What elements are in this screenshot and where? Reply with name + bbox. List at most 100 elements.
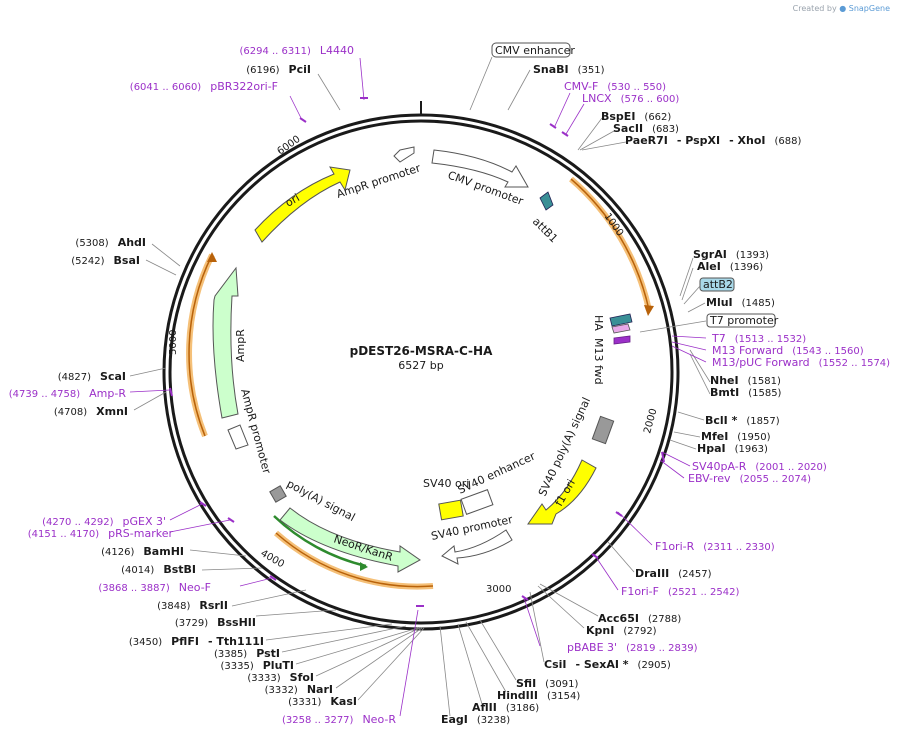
site-kpni: KpnI(2792)	[586, 624, 657, 637]
site-mlui: MluI(1485)	[706, 296, 775, 309]
site-nhei: NheI(1581)	[710, 374, 781, 387]
site-mfei: MfeI(1950)	[701, 430, 771, 443]
primer-sv40pa-r: SV40pA-R(2001 .. 2020)	[692, 460, 827, 473]
tick-1000: 1000	[602, 211, 626, 238]
primer-marks	[169, 97, 665, 607]
ha-label: HA	[592, 315, 605, 331]
credit-brand: SnapGene	[848, 4, 890, 13]
primer-pbr322ori-f: (6041 .. 6060)pBR322ori-F	[130, 80, 278, 93]
primer-f1ori-f: F1ori-F(2521 .. 2542)	[621, 585, 739, 598]
site-sacii: SacII(683)	[613, 122, 679, 135]
polya-signal-feature	[269, 485, 287, 503]
site-pflfi: (3450)PflFI- Tth111I	[129, 635, 264, 648]
m13-fwd-label: M13 fwd	[592, 338, 605, 385]
primer-ebv-rev: EBV-rev(2055 .. 2074)	[688, 472, 811, 485]
ampr-promoter-left-feature	[227, 424, 249, 450]
ampr-promoter-top-label: AmpR promoter	[335, 161, 423, 201]
site-sfii: SfiI(3091)	[516, 677, 579, 690]
ampr-feature	[212, 266, 239, 419]
site-bcli: BclI *(1857)	[705, 414, 780, 427]
primer-m13-puc-forward: M13/pUC Forward(1552 .. 1574)	[712, 356, 890, 369]
site-csii: CsiI- SexAI *(2905)	[544, 658, 671, 671]
site-ahdi: (5308)AhdI	[75, 236, 146, 249]
neo-green-arc	[273, 515, 368, 571]
cmv-promoter-feature	[431, 149, 529, 188]
site-scai: (4827)ScaI	[58, 370, 126, 383]
primer-cmv-f: CMV-F(530 .. 550)	[564, 80, 666, 93]
attb2-box	[699, 277, 735, 292]
primer-prs-marker: (4151 .. 4170)pRS-marker	[28, 527, 174, 540]
site-psti: (3385)PstI	[214, 647, 280, 660]
site-sgrai: SgrAI(1393)	[693, 248, 769, 261]
site-acc65i: Acc65I(2788)	[598, 612, 681, 625]
primer-m13-forward: M13 Forward(1543 .. 1560)	[712, 344, 864, 357]
sv40-polya-feature	[591, 415, 615, 445]
sv40-ori-label: SV40 ori	[423, 477, 469, 490]
credit-prefix: Created by	[792, 4, 837, 13]
ampr-promoter-left-label: AmpR promoter	[238, 387, 273, 475]
ori-feature	[254, 166, 351, 243]
primer-neo-r: (3258 .. 3277)Neo-R	[282, 713, 396, 726]
orf-left-arc	[186, 252, 217, 438]
connector-lines	[129, 56, 711, 717]
ori-label: ori	[283, 191, 302, 209]
primer-pbabe-3: pBABE 3'(2819 .. 2839)	[567, 641, 698, 654]
site-kasi: (3331)KasI	[288, 695, 357, 708]
sv40-enhancer-feature	[460, 489, 494, 515]
site-pcii: (6196)PciI	[246, 63, 311, 76]
site-labels: SnaBI(351) BspEI(662) SacII(683) PaeR7I-…	[54, 63, 802, 726]
site-bsshii: (3729)BssHII	[175, 616, 256, 629]
neor-kanr-feature	[279, 507, 421, 573]
attb1-label: attB1	[530, 215, 560, 245]
sv40-ori-feature	[438, 499, 464, 521]
feature-labels: CMV enhancer CMV promoter attB1 HA M13 f…	[234, 42, 779, 564]
site-pluti: (3335)PluTI	[220, 659, 294, 672]
site-bsai: (5242)BsaI	[71, 254, 140, 267]
site-bamhi: (4126)BamHI	[101, 545, 184, 558]
site-rsrii: (3848)RsrII	[157, 599, 228, 612]
backbone-inner-ring	[168, 119, 674, 625]
primer-connector-lines	[129, 57, 707, 717]
primer-l4440: (6294 .. 6311)L4440	[239, 44, 354, 57]
t7-primer-feature	[613, 335, 631, 345]
ha-tag-feature	[609, 313, 633, 327]
site-xmni: (4708)XmnI	[54, 405, 128, 418]
primer-t7: T7(1513 .. 1532)	[711, 332, 806, 345]
attb1-feature	[539, 191, 554, 211]
site-nari: (3332)NarI	[265, 683, 333, 696]
t7-promoter-label: T7 promoter	[709, 314, 779, 327]
plasmid-name: pDEST26-MSRA-C-HA	[350, 344, 493, 358]
site-snabi: SnaBI(351)	[533, 63, 605, 76]
tick-3000: 3000	[486, 584, 511, 595]
f1-ori-feature	[527, 459, 597, 525]
site-eagi: EagI(3238)	[441, 713, 510, 726]
ampr-label: AmpR	[234, 329, 247, 362]
site-sfoi: (3333)SfoI	[247, 671, 314, 684]
plasmid-size: 6527 bp	[398, 359, 443, 372]
tick-5000: 5000	[168, 330, 179, 355]
attb2-label: attB2	[703, 278, 733, 291]
tick-2000: 2000	[642, 407, 659, 434]
m13-fwd-feature	[611, 323, 631, 334]
primer-amp-r: (4739 .. 4758)Amp-R	[9, 387, 127, 400]
primer-labels: (6294 .. 6311)L4440 (6041 .. 6060)pBR322…	[9, 44, 890, 726]
site-bstbi: (4014)BstBI	[121, 563, 196, 576]
site-hindiii: HindIII(3154)	[497, 689, 580, 702]
t7-promoter-box	[706, 313, 776, 328]
primer-neo-f: (3868 .. 3887)Neo-F	[98, 581, 211, 594]
sv40-promoter-feature	[441, 529, 513, 565]
site-bspei: BspEI(662)	[601, 110, 671, 123]
ampr-promoter-top-feature	[393, 146, 415, 163]
snapgene-logo-icon: ●	[839, 4, 847, 13]
snapgene-credit: Created by ● SnapGene	[793, 4, 890, 13]
cmv-enhancer-label: CMV enhancer	[495, 44, 575, 57]
site-aflii: AflII(3186)	[472, 701, 539, 714]
site-alei: AleI(1396)	[697, 260, 763, 273]
orf-msra-arc	[569, 176, 654, 316]
site-bmti: BmtI(1585)	[710, 386, 782, 399]
site-paer7i: PaeR7I- PspXI- XhoI(688)	[625, 134, 801, 147]
orf-bottom-arc	[274, 530, 434, 590]
primer-pgex-3: (4270 .. 4292)pGEX 3'	[42, 515, 166, 528]
primer-lncx: LNCX(576 .. 600)	[582, 92, 679, 105]
